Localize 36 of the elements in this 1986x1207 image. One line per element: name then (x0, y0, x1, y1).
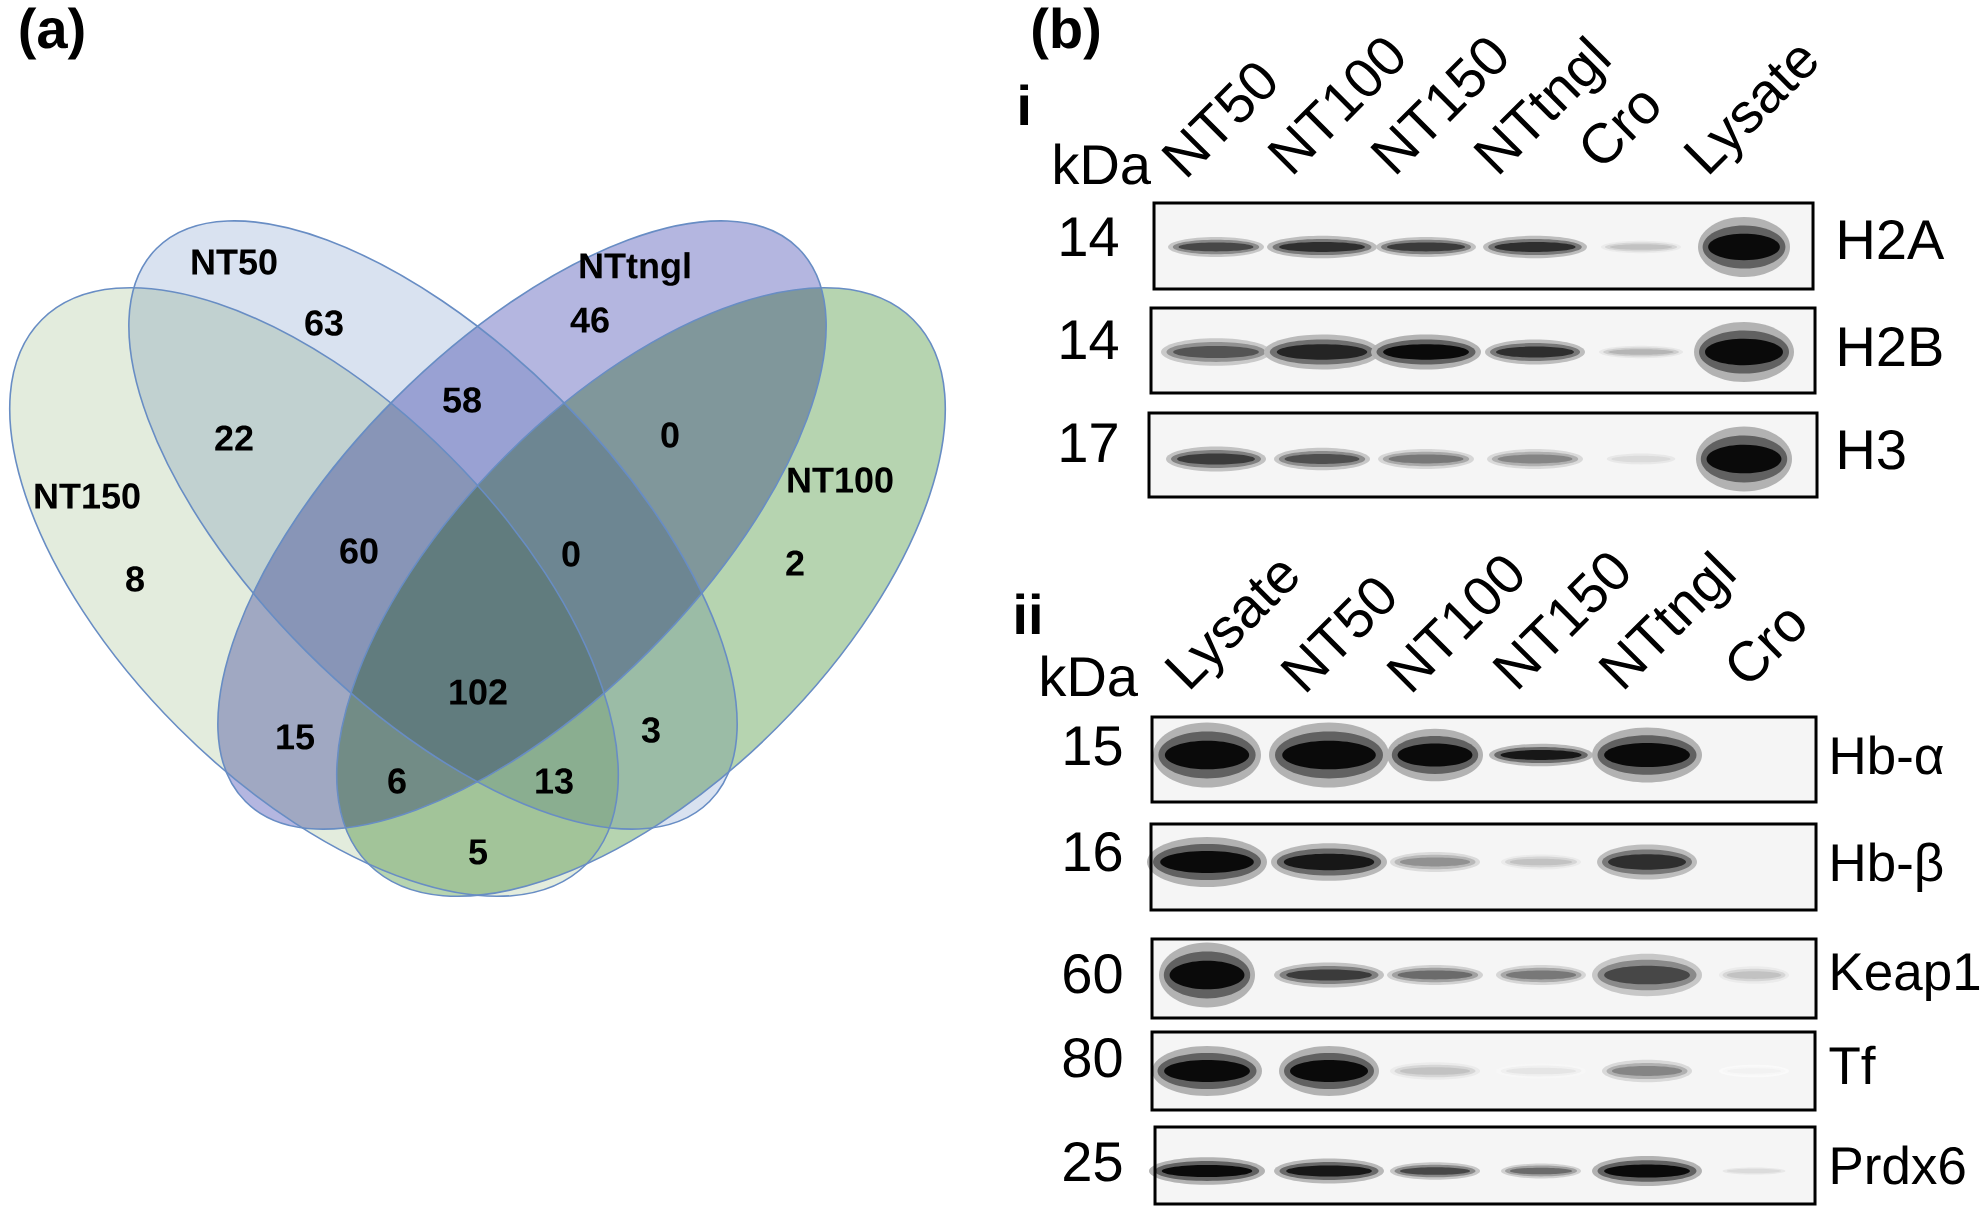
protein-label: H2A (1840, 219, 1945, 259)
region-count: 2 (786, 550, 804, 576)
region-count: 0 (562, 541, 580, 567)
molecular-weight: 14 (1061, 217, 1118, 256)
molecular-weight: 25 (1064, 1141, 1122, 1182)
molecular-weight: 15 (1065, 726, 1122, 766)
molecular-weight: 17 (1061, 423, 1117, 462)
region-count: 13 (536, 768, 573, 794)
unit-label: kDa (1042, 655, 1138, 697)
protein-label: Keap1 (1832, 953, 1980, 1001)
protein-label: Hb-β (1832, 842, 1943, 892)
molecular-weight: 16 (1065, 831, 1122, 872)
unit-label: kDa (1055, 143, 1151, 185)
region-count: 58 (443, 387, 481, 413)
molecular-weight: 80 (1063, 1037, 1122, 1078)
protein-label: H3 (1840, 429, 1905, 470)
molecular-weight: 60 (1064, 953, 1122, 994)
protein-label: H2B (1840, 326, 1942, 366)
region-count: 0 (661, 422, 679, 448)
protein-label: Tf (1829, 1045, 1876, 1084)
region-count: 46 (570, 307, 609, 333)
region-count: 3 (641, 717, 660, 743)
panel-label: (b) (1033, 7, 1099, 60)
region-count: 15 (277, 724, 315, 750)
region-count: 8 (126, 566, 144, 592)
molecular-weight: 14 (1061, 320, 1118, 359)
region-count: 6 (388, 768, 406, 794)
region-count: 22 (215, 425, 253, 451)
panel-label: (a) (20, 7, 84, 60)
region-count: 60 (340, 538, 378, 564)
protein-label: Prdx6 (1832, 1145, 1965, 1185)
subpanel-label: i (1020, 84, 1028, 125)
region-count: 5 (469, 839, 488, 865)
region-count: 102 (450, 679, 507, 705)
subpanel-label: ii (1016, 593, 1040, 634)
protein-label: Hb-α (1832, 735, 1943, 775)
